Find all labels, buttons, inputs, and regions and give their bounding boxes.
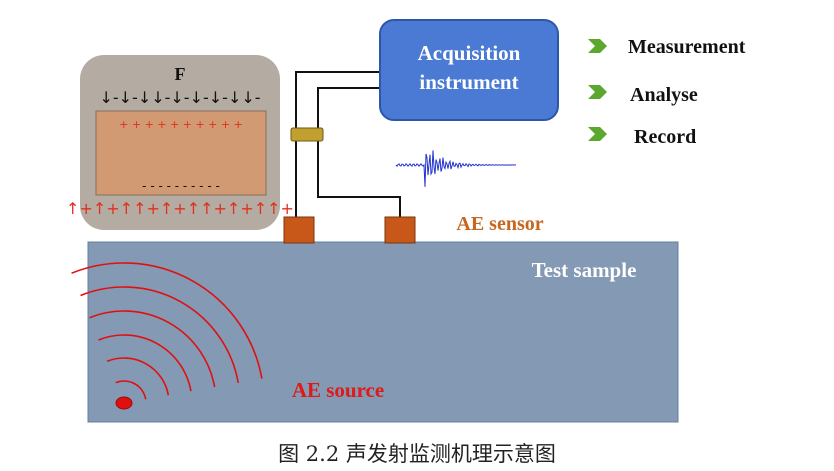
compression-arrows-bottom: ↑+↑+↑↑+↑+↑↑+↑+↑↑+	[66, 199, 294, 218]
green-chevron-icon	[588, 127, 607, 141]
ae-waveform	[395, 150, 517, 187]
wavefront-arc	[71, 262, 263, 379]
ae-source-label: AE source	[292, 378, 384, 402]
wavefront-arc	[80, 286, 240, 383]
green-chevron-icon	[588, 85, 607, 99]
acquisition-instrument-box	[379, 19, 559, 121]
wavefront-arc	[98, 334, 192, 392]
ae-sensor-right	[384, 216, 416, 244]
force-label: F	[175, 64, 186, 84]
function-label-analyse: Analyse	[630, 84, 698, 106]
loading-panel: F ↓-↓-↓↓-↓-↓-↓-↓↓- + + + + + + + + + + -…	[66, 55, 294, 230]
figure-caption: 图 2.2 声发射监测机理示意图	[278, 442, 556, 466]
instrument-label-line1: Acquisition	[418, 41, 521, 65]
compression-arrows-top: ↓-↓-↓↓-↓-↓-↓-↓↓-	[99, 88, 260, 107]
cable-left	[295, 71, 382, 217]
ae-wavefronts	[71, 262, 263, 400]
function-list: Measurement Analyse Record	[588, 36, 746, 148]
wavefront-arc	[115, 380, 147, 400]
function-label-measurement: Measurement	[628, 36, 746, 58]
green-chevron-icon	[588, 39, 607, 53]
function-item-measurement: Measurement	[588, 36, 746, 58]
test-sample-label: Test sample	[532, 258, 637, 282]
function-label-record: Record	[634, 126, 696, 148]
positive-charge-row: + + + + + + + + + +	[119, 118, 243, 131]
cable-connector	[290, 127, 324, 142]
ae-source-point	[115, 396, 133, 410]
ae-sensor-left	[283, 216, 315, 244]
negative-charge-row: - - - - - - - - - -	[142, 179, 220, 193]
function-item-analyse: Analyse	[588, 84, 698, 106]
specimen-block	[95, 110, 267, 196]
test-sample-block	[87, 241, 679, 423]
wavefront-arc	[106, 357, 170, 396]
ae-sensor-label: AE sensor	[456, 213, 543, 235]
instrument-label-line2: instrument	[419, 70, 518, 94]
function-item-record: Record	[588, 126, 696, 148]
sensor-cables	[295, 71, 401, 217]
wavefront-arc	[89, 310, 216, 388]
cable-right	[317, 87, 401, 217]
